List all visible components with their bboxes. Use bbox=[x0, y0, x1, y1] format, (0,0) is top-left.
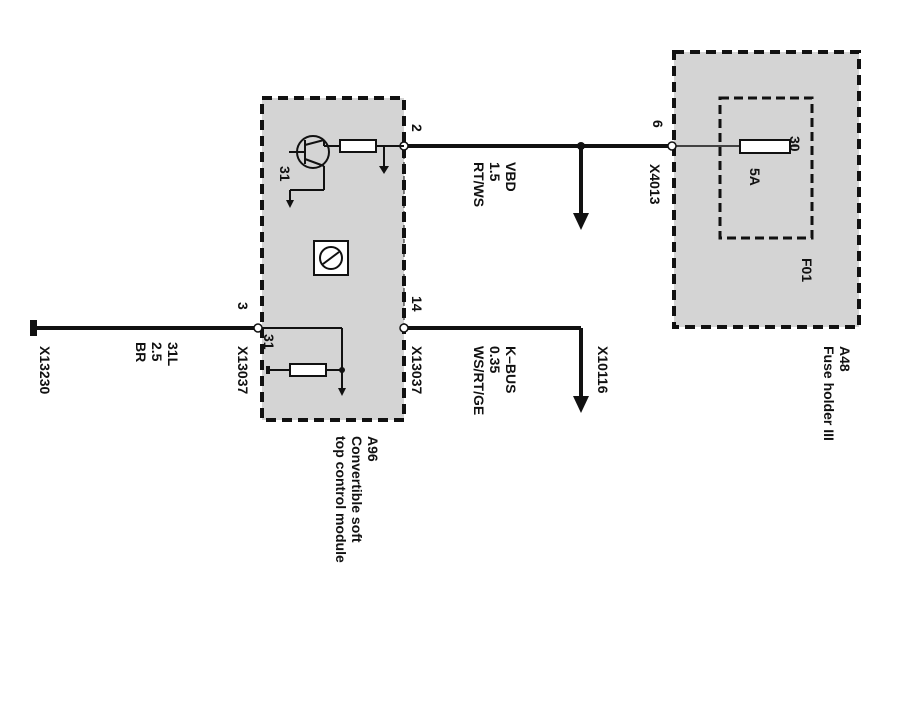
connector-x13037-pin3 bbox=[253, 323, 263, 333]
pin-label-x13037-2: 2 bbox=[409, 124, 425, 132]
transistor-collector bbox=[304, 139, 325, 146]
kbus-color: WS/RT/GE bbox=[471, 346, 487, 415]
pin-label-x13037-3: 3 bbox=[235, 302, 251, 310]
fuse-f01-box bbox=[718, 96, 814, 240]
connector-x13230-label: X13230 bbox=[37, 346, 53, 394]
pullup-resistor bbox=[339, 139, 377, 153]
fuse-id-label: F01 bbox=[799, 258, 815, 282]
ground-wire-name: 31L bbox=[165, 342, 181, 367]
ground-mark-a bbox=[286, 200, 294, 208]
connector-x13037-left-label: X13037 bbox=[235, 346, 251, 394]
internal-ground-label-b: 31 bbox=[261, 334, 277, 350]
connector-x10116-label: X10116 bbox=[595, 346, 611, 394]
internal-ground-label-a: 31 bbox=[277, 166, 293, 182]
vbd-branch-arrow bbox=[573, 213, 589, 230]
connector-x4013-label: X4013 bbox=[647, 164, 663, 205]
module-name-line2: top control module bbox=[333, 436, 349, 563]
pin-label-x13037-14: 14 bbox=[409, 296, 425, 312]
module-id: A96 bbox=[365, 436, 381, 462]
motor-symbol-circle bbox=[319, 246, 343, 270]
vbd-gauge: 1.5 bbox=[487, 162, 503, 182]
connector-x13037-pin14 bbox=[399, 323, 409, 333]
motor-symbol-line bbox=[322, 251, 340, 265]
vbd-color: RT/WS bbox=[471, 162, 487, 207]
connector-x4013-pin6 bbox=[667, 141, 677, 151]
internal-resistor bbox=[289, 363, 327, 377]
ground-mark-b bbox=[266, 366, 270, 374]
ground-wire-color: BR bbox=[133, 342, 149, 362]
fuse-holder-name: Fuse holder III bbox=[821, 346, 837, 441]
module-name-line1: Convertible soft bbox=[349, 436, 365, 543]
transistor-emitter bbox=[304, 158, 325, 167]
fuse-holder-box bbox=[672, 50, 861, 329]
resistor2-node bbox=[339, 367, 345, 373]
ground-terminal bbox=[30, 320, 37, 336]
fuse-rating: 5A bbox=[747, 168, 763, 186]
kbus-internal-arrow bbox=[338, 388, 346, 396]
pin-label-x4013-6: 6 bbox=[650, 120, 666, 128]
ground-wire-gauge: 2.5 bbox=[149, 342, 165, 362]
fuse-pin-label: 30 bbox=[787, 136, 803, 152]
kbus-name: K–BUS bbox=[503, 346, 519, 393]
labels: 2 6 14 3 30 5A F01 X4013 VBD 1.5 RT/WS K… bbox=[37, 120, 853, 563]
kbus-gauge: 0.35 bbox=[487, 346, 503, 373]
vbd-name: VBD bbox=[503, 162, 519, 192]
internal-drop-arrow bbox=[379, 166, 389, 174]
connector-x13037-right-label: X13037 bbox=[409, 346, 425, 394]
fuse-holder-id: A48 bbox=[837, 346, 853, 372]
fuse-element bbox=[739, 139, 791, 154]
kbus-branch-arrow bbox=[573, 396, 589, 413]
